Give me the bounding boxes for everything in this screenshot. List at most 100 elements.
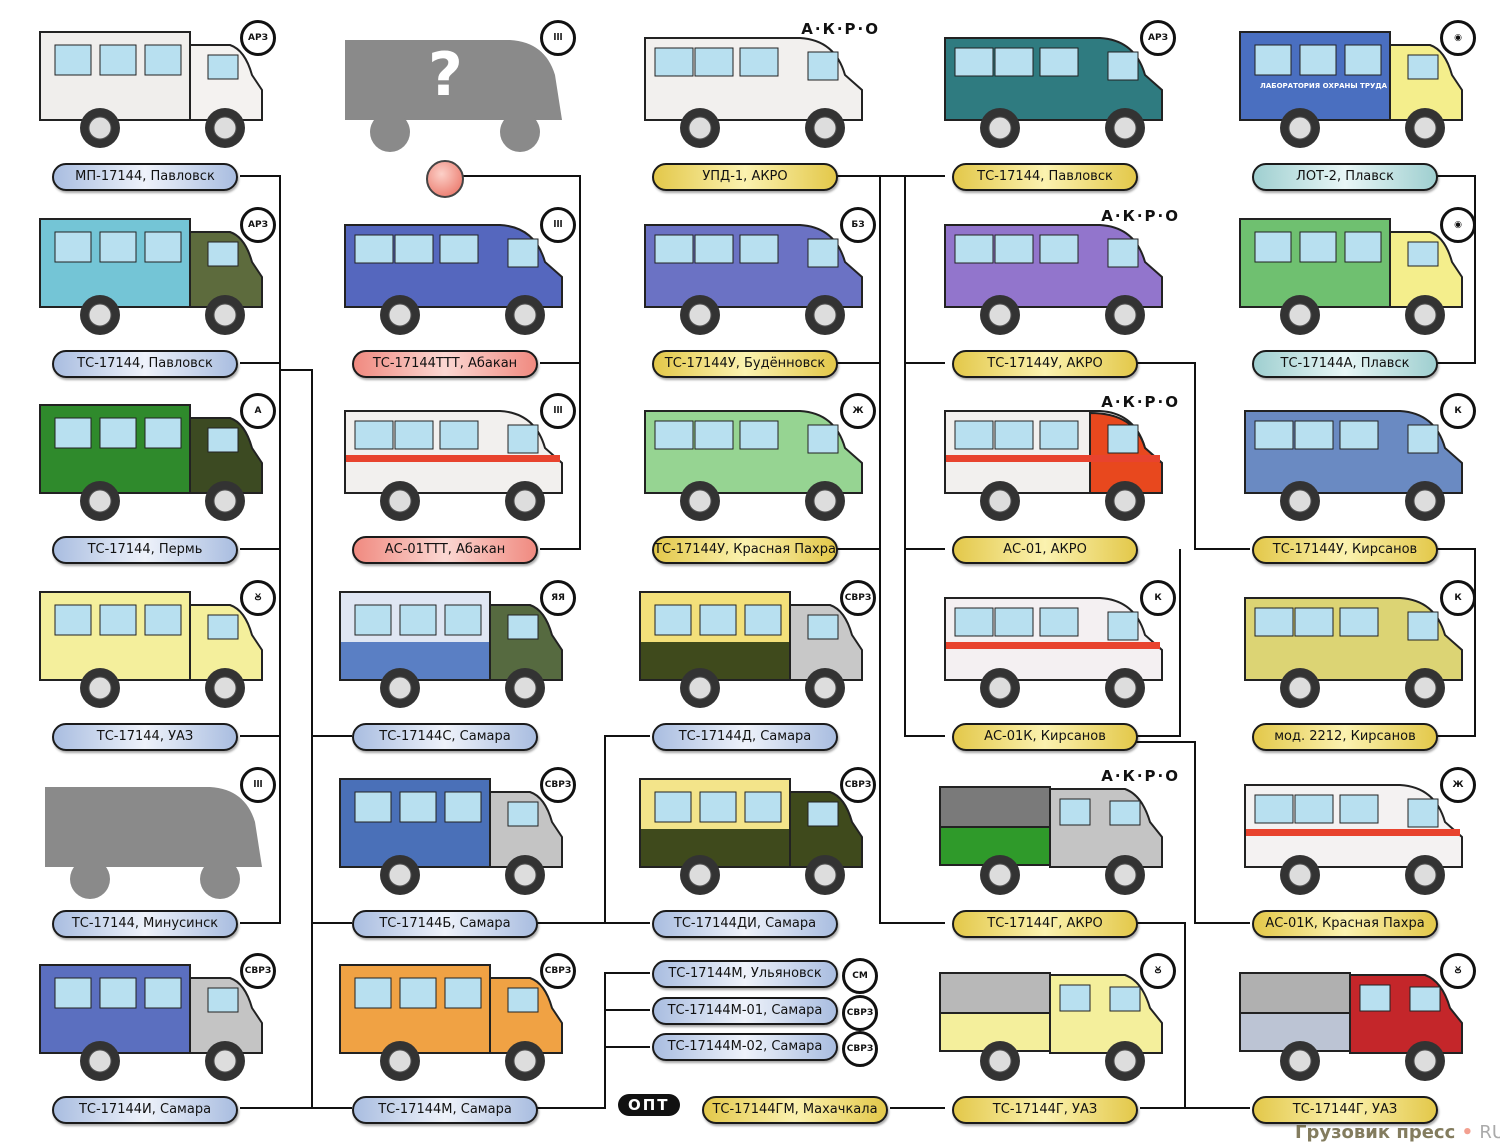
connector-arrow (536, 972, 650, 1109)
vehicle-card: А·К·Р·О ТС-17144Г, АКРО (920, 767, 1180, 938)
manufacturer-logo: СВРЗ (540, 953, 576, 989)
wheel-icon (380, 1041, 420, 1081)
wheel-icon (80, 668, 120, 708)
variant-label: ТС-17144Д, Самара (652, 723, 838, 751)
variant-label: ТС-17144У, АКРО (952, 350, 1138, 378)
manufacturer-logo: К (1440, 393, 1476, 429)
variant-label: ТС-17144Г, УАЗ (1252, 1096, 1438, 1124)
vehicle-illustration (339, 778, 563, 895)
variant-label: АС-01, АКРО (952, 536, 1138, 564)
vehicle-illustration (644, 410, 863, 521)
variant-label: ТС-17144М, Самара (352, 1096, 538, 1124)
vehicle-illustration (39, 218, 263, 335)
manufacturer-logo: А (240, 393, 276, 429)
wheel-icon (1105, 481, 1145, 521)
wheel-icon (1405, 668, 1445, 708)
manufacturer-logo: ЯЯ (540, 580, 576, 616)
vehicle-illustration (339, 964, 563, 1081)
manufacturer-logo: К (1440, 580, 1476, 616)
manufacturer-logo: ◉ (1440, 20, 1476, 56)
variant-label: АС-01ТТТ, Абакан (352, 536, 538, 564)
wheel-icon (380, 668, 420, 708)
manufacturer-logo: А·К·Р·О (1101, 393, 1180, 411)
wheel-icon (505, 295, 545, 335)
variant-label: МП-17144, Павловск (52, 163, 238, 191)
vehicle-illustration (39, 404, 263, 521)
wheel-icon (680, 481, 720, 521)
manufacturer-logo: Ꙋ (1140, 953, 1176, 989)
vehicle-illustration (944, 37, 1163, 148)
wheel-icon (80, 295, 120, 335)
vehicle-illustration (345, 40, 562, 152)
vehicle-card: А·К·Р·О АС-01, АКРО (920, 393, 1180, 564)
vehicle-illustration (344, 224, 563, 335)
manufacturer-logo: А·К·Р·О (801, 20, 880, 38)
manufacturer-logo: lll (240, 767, 276, 803)
vehicle-illustration (1244, 410, 1463, 521)
wheel-icon (1280, 481, 1320, 521)
manufacturer-logo: СВРЗ (540, 767, 576, 803)
wheel-icon (980, 481, 1020, 521)
vehicle-card: lll? (320, 20, 580, 180)
vehicle-card: Ꙋ ТС-17144Г, УАЗ (920, 953, 1180, 1124)
wheel-icon (205, 481, 245, 521)
wheel-icon (680, 855, 720, 895)
vehicle-illustration (939, 786, 1163, 895)
wheel-icon (1405, 1041, 1445, 1081)
variant-label: ТС-17144М, Ульяновск (652, 960, 838, 988)
wheel-icon (805, 855, 845, 895)
wheel-icon (980, 855, 1020, 895)
vehicle-illustration (939, 972, 1163, 1081)
manufacturer-logo: СВРЗ (840, 580, 876, 616)
wheel-icon (80, 481, 120, 521)
manufacturer-logo: АРЗ (1140, 20, 1176, 56)
variant-label: ЛОТ-2, Плавск (1252, 163, 1438, 191)
wheel-icon (1105, 1041, 1145, 1081)
manufacturer-logo: СВРЗ (240, 953, 276, 989)
wheel-icon (1105, 108, 1145, 148)
wheel-icon (205, 668, 245, 708)
variant-label: ТС-17144М-02, Самара (652, 1033, 838, 1061)
variant-label: ТС-17144Г, АКРО (952, 910, 1138, 938)
manufacturer-logo: ◉ (1440, 207, 1476, 243)
wheel-icon (1105, 295, 1145, 335)
variant-label: ТС-17144Г, УАЗ (952, 1096, 1138, 1124)
vehicle-illustration (339, 591, 563, 708)
manufacturer-logo: АРЗ (240, 20, 276, 56)
wheel-icon (80, 108, 120, 148)
wheel-icon (1280, 668, 1320, 708)
vehicle-illustration (39, 31, 263, 148)
wheel-icon (380, 855, 420, 895)
wheel-icon (1405, 108, 1445, 148)
vehicle-card: СВРЗ ТС-17144Д, Самара (620, 580, 880, 751)
vehicle-illustration (45, 787, 262, 899)
wheel-icon (380, 481, 420, 521)
connector-arrow (1135, 741, 1250, 924)
vehicle-illustration (639, 778, 863, 895)
connector-arrow (460, 175, 581, 364)
wheel-icon (205, 108, 245, 148)
manufacturer-logo: Ж (840, 393, 876, 429)
connector-arrow (1432, 175, 1476, 364)
connector-arrow (1135, 549, 1181, 737)
manufacturer-logo: АРЗ (240, 207, 276, 243)
manufacturer-logo: ОПТ (618, 1094, 680, 1116)
wheel-icon (1105, 668, 1145, 708)
connector-arrow (540, 363, 581, 550)
variant-label: ТС-17144А, Плавск (1252, 350, 1438, 378)
wheel-icon (1405, 295, 1445, 335)
manufacturer-logo: А·К·Р·О (1101, 767, 1180, 785)
variant-label: ТС-17144ДИ, Самара (652, 910, 838, 938)
wheel-icon (505, 668, 545, 708)
